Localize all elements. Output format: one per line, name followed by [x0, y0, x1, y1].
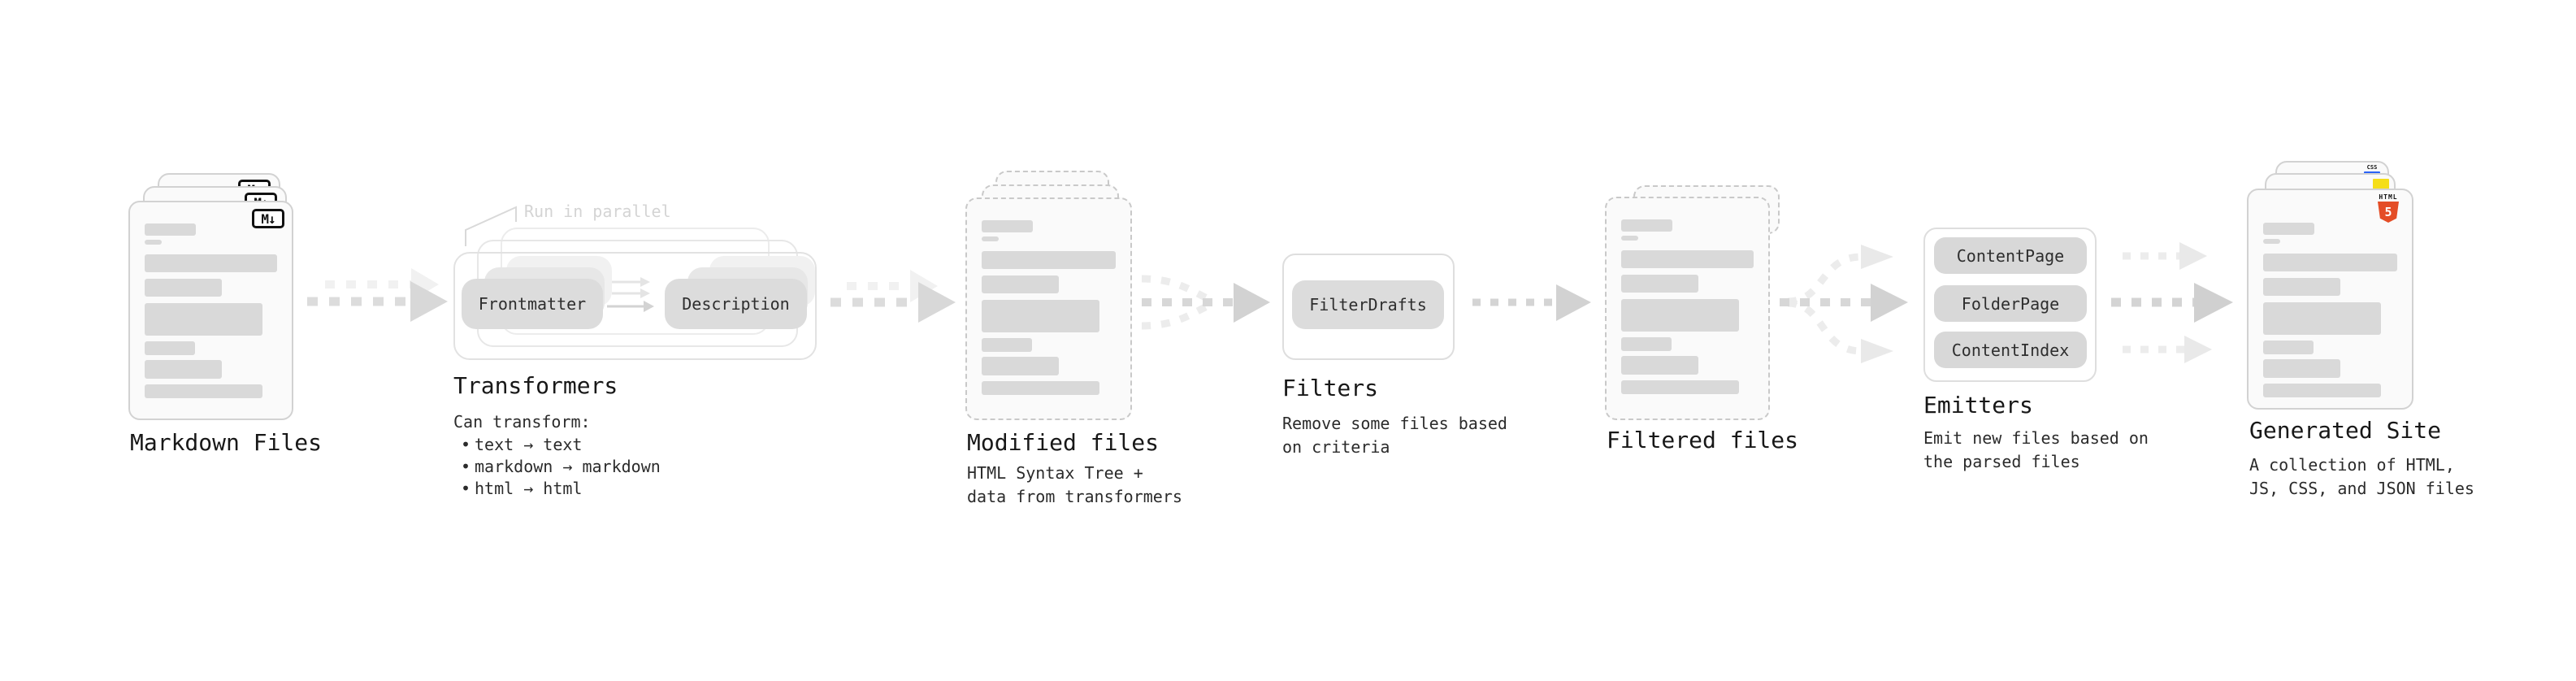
filters-caption: Remove some files based on criteria	[1282, 414, 1507, 457]
text-line-bar	[1621, 299, 1739, 332]
stage-label-filtered-files: Filtered files	[1607, 427, 1799, 453]
generated-site-front-card: HTML 5	[2247, 189, 2413, 410]
frontmatter-pill: Frontmatter	[462, 279, 603, 329]
filtered-file-front-card	[1605, 197, 1770, 420]
modified-file-front-card	[965, 197, 1132, 420]
html5-icon-shield: 5	[2378, 202, 2399, 223]
text-line-bar	[145, 254, 277, 272]
bullet-item: • html → html	[457, 478, 661, 500]
arrow-transformers-to-modified	[830, 270, 956, 323]
folderpage-pill: FolderPage	[1934, 285, 2087, 322]
stage-label-transformers: Transformers	[453, 372, 618, 399]
contentpage-pill: ContentPage	[1934, 237, 2087, 274]
transformers-bullet-list: • text → text • markdown → markdown • ht…	[457, 434, 661, 500]
text-line-bar	[982, 251, 1116, 269]
text-line-bar	[1621, 337, 1672, 351]
text-line-bar	[982, 381, 1099, 395]
text-line-bar	[145, 384, 262, 398]
text-line-bar	[1621, 380, 1739, 394]
css-icon: CSS	[2364, 165, 2380, 174]
text-line-bar	[2263, 223, 2314, 235]
text-line-bar	[982, 236, 999, 241]
text-line-bar	[1621, 219, 1672, 232]
bullet-text: html → html	[475, 479, 583, 498]
bullet-item: • text → text	[457, 434, 661, 456]
bullet-text: markdown → markdown	[475, 457, 661, 476]
bullet-marker: •	[460, 457, 471, 476]
css-icon-label: CSS	[2366, 164, 2378, 171]
text-line-bar	[145, 240, 162, 245]
text-line-bar	[145, 360, 222, 379]
text-line-bar	[2263, 359, 2340, 378]
text-line-bar	[2263, 254, 2397, 271]
text-line-bar	[2263, 278, 2340, 296]
stage-label-modified-files: Modified files	[967, 429, 1160, 456]
arrow-modified-to-filters	[1141, 275, 1270, 330]
stage-label-markdown-files: Markdown Files	[130, 429, 323, 456]
stage-label-generated-site: Generated Site	[2249, 417, 2442, 444]
text-line-bar	[1621, 236, 1638, 241]
markdown-file-front-card: M↓	[128, 201, 293, 420]
bullet-text: text → text	[475, 435, 583, 454]
bullet-marker: •	[460, 479, 471, 498]
arrow-filters-to-filtered	[1472, 284, 1591, 321]
bullet-item: • markdown → markdown	[457, 456, 661, 478]
description-pill: Description	[665, 279, 807, 329]
text-line-bar	[1621, 250, 1754, 268]
arrow-filtered-to-emitters	[1780, 245, 1908, 363]
bullet-marker: •	[460, 435, 471, 454]
document-text-lines	[2249, 190, 2412, 397]
text-line-bar	[2263, 239, 2280, 244]
transformers-caption-title: Can transform:	[453, 412, 591, 432]
stage-label-emitters: Emitters	[1923, 392, 2033, 419]
arrow-markdown-to-transformers	[307, 268, 448, 322]
stage-label-filters: Filters	[1282, 375, 1379, 401]
emitters-caption: Emit new files based on the parsed files	[1923, 428, 2149, 471]
text-line-bar	[1621, 275, 1698, 293]
html5-icon: HTML 5	[2374, 193, 2402, 223]
document-text-lines	[1607, 198, 1768, 394]
run-in-parallel-note: Run in parallel	[524, 202, 671, 221]
text-line-bar	[982, 220, 1033, 232]
filterdrafts-pill: FilterDrafts	[1292, 280, 1444, 329]
text-line-bar	[2263, 340, 2314, 354]
css-icon-underline	[2364, 171, 2380, 174]
contentindex-pill: ContentIndex	[1934, 332, 2087, 368]
generated-site-caption: A collection of HTML, JS, CSS, and JSON …	[2249, 455, 2474, 498]
text-line-bar	[145, 223, 196, 236]
document-text-lines	[130, 202, 292, 398]
text-line-bar	[982, 338, 1032, 352]
text-line-bar	[982, 300, 1099, 332]
text-line-bar	[145, 341, 195, 355]
modified-files-caption: HTML Syntax Tree + data from transformer…	[967, 463, 1182, 506]
text-line-bar	[982, 357, 1059, 375]
html5-icon-label: HTML	[2379, 193, 2398, 201]
text-line-bar	[2263, 302, 2381, 335]
text-line-bar	[982, 275, 1059, 293]
transformer-container-front	[453, 252, 817, 360]
text-line-bar	[1621, 356, 1698, 375]
markdown-icon: M↓	[252, 209, 284, 228]
document-text-lines	[967, 199, 1130, 395]
text-line-bar	[145, 303, 262, 336]
text-line-bar	[2263, 384, 2381, 397]
arrow-emitters-to-generated	[2111, 242, 2233, 363]
text-line-bar	[145, 279, 222, 297]
